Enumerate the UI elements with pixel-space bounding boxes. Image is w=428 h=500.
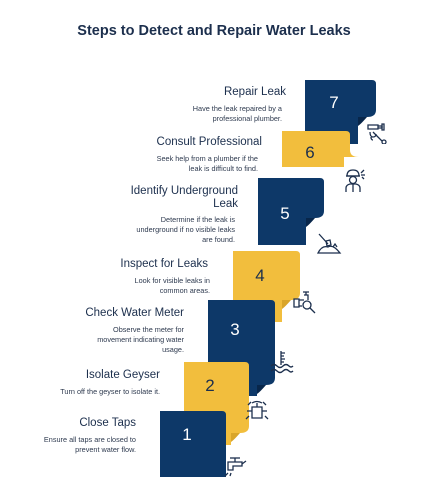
step-6-title: Consult Professional [156,136,262,148]
step-5-title: Identify Underground Leak [130,185,238,210]
faucet-icon [222,452,248,478]
plumber-icon [340,167,366,193]
page-title: Steps to Detect and Repair Water Leaks [77,23,351,39]
step-1-description: Ensure all taps are closed to prevent wa… [43,435,136,454]
step-3-title: Check Water Meter [85,307,184,319]
pipe-wrench-icon [365,118,391,145]
step-6-block [282,131,359,167]
step-4-description: Look for visible leaks in common areas. [134,276,210,295]
digging-icon [316,230,342,256]
valve-icon [244,398,270,424]
step-7-block [305,80,376,144]
step-1-title: Close Taps [79,417,136,429]
step-1-block [160,411,226,477]
step-2-number: 2 [205,376,215,395]
step-2-description: Turn off the geyser to isolate it. [60,387,160,396]
step-5-number: 5 [280,204,290,223]
step-4-title: Inspect for Leaks [120,258,208,270]
step-4-number: 4 [255,266,265,285]
step-7-number: 7 [329,93,339,112]
step-2-title: Isolate Geyser [85,369,160,381]
step-5-description: Determine if the leak is underground if … [136,215,235,244]
step-3-description: Observe the meter for movement indicatin… [97,325,184,354]
step-5-block [258,178,324,245]
step-6-number: 6 [305,143,315,162]
pipe-inspect-icon [292,290,318,316]
step-1-number: 1 [182,425,192,444]
water-level-icon [268,348,294,374]
step-7-description: Have the leak repaired by a professional… [192,104,282,123]
step-6-description: Seek help from a plumber if the leak is … [156,154,258,173]
step-3-number: 3 [230,320,240,339]
step-7-title: Repair Leak [223,86,286,98]
